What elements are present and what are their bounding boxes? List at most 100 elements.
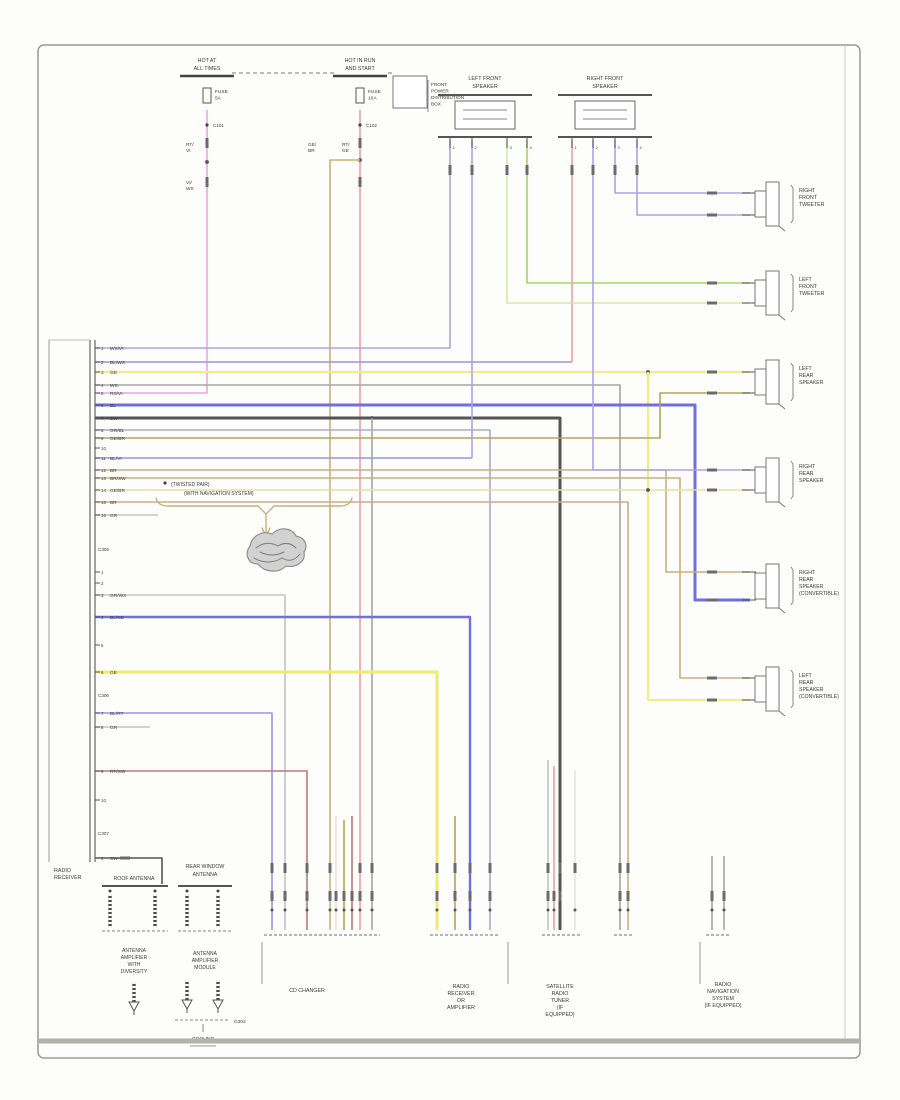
speaker-icon [574,100,636,130]
inline-connector-dot [710,908,714,912]
wire-code-tag [488,891,492,901]
component-label: ANTENNA [122,948,147,954]
component-label: RADIO [552,991,569,997]
wire-code-label: SW [110,416,118,422]
wire-code-label: GR [110,725,118,731]
component-box [392,75,428,109]
component-label: BOX [431,102,442,107]
component-label: MODULE [194,965,216,971]
component-label: WITH [128,962,141,968]
component-label: AMPLIFIER [121,955,148,961]
diagram-frame [37,44,861,1059]
speaker-label: (CONVERTIBLE) [799,591,839,597]
wire-code-label: GR [110,513,118,519]
wire-grayLight [95,594,286,930]
inline-connector-dot [558,908,562,912]
wire-code-tag [707,391,717,395]
speaker-icon [754,368,767,396]
pin-number: 2 [101,360,104,365]
inline-connector-dot [618,908,622,912]
diagram-line [778,607,786,614]
speaker-icon [454,100,516,130]
wire-code-tag [358,138,362,148]
wire-code-tag [205,177,209,187]
wire-black [95,857,163,884]
component-label: OR [457,998,465,1004]
wire-code-tag [573,863,577,873]
wire-code-tag [707,570,717,574]
pin-number: 6 [101,403,104,408]
wire-junction-dot [646,488,650,492]
fuse-icon [355,87,365,104]
inline-connector-dot [546,908,550,912]
wire-code-tag [453,863,457,873]
inline-connector-dot [328,908,332,912]
label-bracket [790,669,794,709]
diagram-line [778,403,786,410]
wire-code-tag [546,891,550,901]
pin-number: 3 [510,145,513,150]
connector-dot [358,123,362,127]
wire-code-tag [707,281,717,285]
wire-code-tag [707,676,717,680]
component-label: (IF [557,1005,564,1011]
wire-code-tag [358,177,362,187]
pin-number: 7 [101,416,104,421]
pin-number: 3 [101,593,104,598]
component-label: RADIO [715,982,732,988]
wire-yellowBright [95,670,439,930]
wire-junction-dot [205,160,209,164]
wire-paleGreen [506,140,750,304]
twisted-pair-symbol [253,553,301,563]
wire-code-label: BR [110,468,117,474]
speaker-title: LEFT FRONT [468,76,502,82]
speaker-label: SPEAKER [799,687,824,693]
wire-violet [592,140,750,471]
component-label: TUNER [551,998,569,1004]
component-title: REAR WINDOW [186,864,225,870]
connector-label: C305 [98,547,109,552]
pin-number: 14 [101,488,106,493]
pin-number: 1 [575,145,578,150]
wire-tan [95,477,750,679]
inline-connector-dot [435,908,439,912]
speaker-title: RIGHT FRONT [587,76,624,82]
speaker-label: LEFT [799,673,813,679]
wire-violet [95,140,451,349]
pin-number: 2 [475,145,478,150]
ground-label: G302 [234,1019,246,1025]
ground-icon [128,1001,140,1013]
connector-label: C102 [366,123,377,128]
wire-yellow [646,490,750,702]
wire-code-tag [613,165,617,175]
wire-code-label: RS/VI [110,391,123,397]
fuse-title: AND START [345,66,375,72]
wire-code-tag [305,863,309,873]
pin-number: 1 [101,570,104,575]
inline-connector-dot [468,908,472,912]
wire-code-label: VI [186,148,191,154]
wire-code-label: SW [110,856,118,862]
wire-violet [636,140,750,216]
pin-number: 3 [618,145,621,150]
pin-number: 8 [101,428,104,433]
speaker-label: LEFT [799,277,813,283]
pin-number: 2 [596,145,599,150]
component-title: ANTENNA [193,872,218,878]
speaker-icon [765,457,780,503]
component-label: POWER [431,89,449,94]
pin-number: 11 [101,456,106,461]
wire-code-tag [470,165,474,175]
inline-connector-dot [283,908,287,912]
connector-label: C307 [98,831,109,836]
connector-dot [185,889,189,893]
speaker-icon [754,675,767,703]
wire-code-label: GE [110,670,117,676]
wire-code-label: BL/VI [110,456,122,462]
wire-code-tag [707,191,717,195]
connector-label: C101 [213,123,224,128]
speaker-label: REAR [799,373,814,379]
wire-gray [95,384,621,930]
component-label: SATELLITE [546,984,574,990]
